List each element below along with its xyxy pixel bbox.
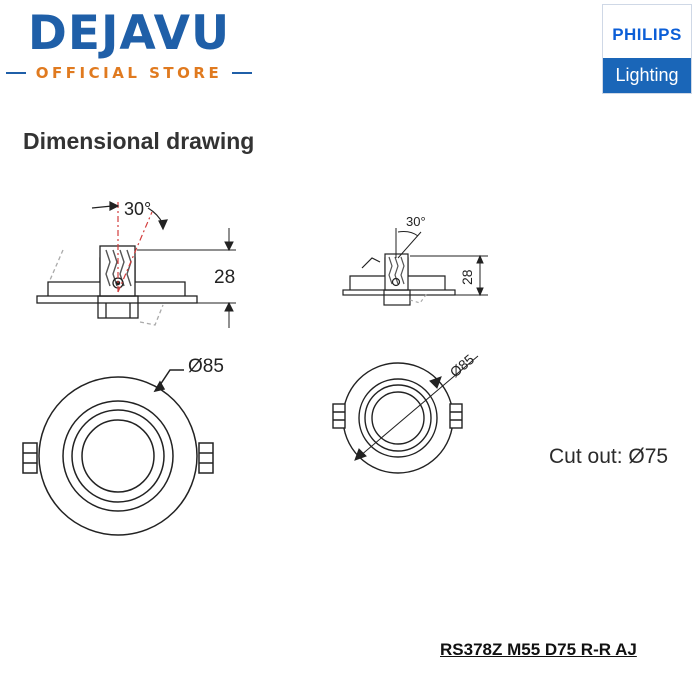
right-lens <box>371 391 425 445</box>
left-tilt-ghost-right <box>139 304 164 326</box>
subtitle-rule-left <box>6 72 26 74</box>
left-clip-left <box>22 442 38 474</box>
right-diameter-label: Ø85 <box>447 351 478 380</box>
brand-name: PHILIPS <box>603 5 691 58</box>
right-clip-left <box>332 403 346 429</box>
right-diameter-dimension <box>354 355 479 461</box>
right-height-label: 28 <box>459 269 475 285</box>
right-angle-label: 30° <box>406 214 426 229</box>
left-lens <box>81 419 155 493</box>
left-axis <box>117 200 153 293</box>
right-side-view <box>342 253 456 306</box>
left-height-dimension <box>137 228 236 328</box>
left-height-label: 28 <box>214 267 235 288</box>
left-spring-clip <box>97 295 139 319</box>
right-middle-ring <box>358 378 438 458</box>
store-subtitle: OFFICIAL STORE <box>35 64 223 82</box>
left-clip-right <box>198 442 214 474</box>
model-code: RS378Z M55 D75 R-R AJ <box>440 640 637 659</box>
store-logo: DEJAVU OFFICIAL STORE <box>6 8 252 84</box>
left-trim-flange <box>36 295 198 304</box>
left-front-view <box>22 369 214 536</box>
right-front-view <box>332 362 463 474</box>
brand-logo: PHILIPS Lighting <box>602 4 692 94</box>
subtitle-rule-right <box>232 72 252 74</box>
right-inner-ring <box>364 384 432 452</box>
section-title: Dimensional drawing <box>23 128 255 154</box>
right-spring-clip <box>383 289 411 306</box>
brand-division: Lighting <box>603 58 691 93</box>
left-inner-ring <box>71 409 165 503</box>
left-outer-ring <box>38 376 198 536</box>
left-angle-marker <box>91 201 168 231</box>
left-angle-label: 30° <box>124 199 151 219</box>
cutout-label: Cut out: Ø75 <box>549 445 669 468</box>
left-tilt-ghost-left <box>49 249 64 281</box>
right-height-dimension <box>410 254 488 297</box>
store-name: DEJAVU <box>27 6 231 61</box>
right-angle-marker <box>395 228 422 259</box>
left-side-view <box>36 245 198 326</box>
right-clip-right <box>449 403 463 429</box>
left-diameter-label: Ø85 <box>188 356 224 377</box>
store-subtitle-row: OFFICIAL STORE <box>6 63 252 83</box>
right-trim-flange <box>342 289 456 296</box>
left-middle-ring <box>62 400 174 512</box>
